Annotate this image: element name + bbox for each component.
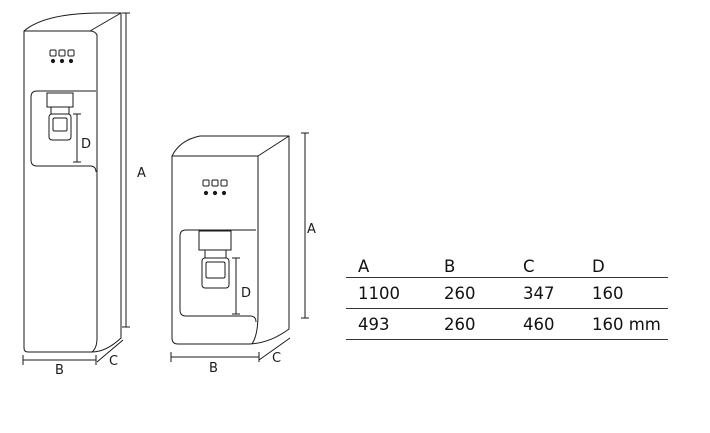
tall-dim-c-label: C	[109, 354, 118, 369]
table-header-row: A B C D	[346, 256, 668, 278]
tall-dispenser: D A B C	[22, 12, 146, 378]
header-a: A	[346, 256, 432, 278]
short-dispenser-front-edge	[172, 155, 259, 345]
cell-a: 493	[346, 308, 432, 340]
short-dim-d-label: D	[241, 286, 251, 301]
short-cup-lever	[201, 257, 230, 289]
short-dispenser-top-edge	[257, 135, 290, 157]
tall-dim-a-label: A	[137, 166, 146, 181]
tall-spout-housing	[46, 92, 74, 108]
short-spout-housing	[198, 230, 232, 251]
cell-b: 260	[432, 277, 511, 309]
short-dim-a-label: A	[307, 222, 316, 237]
tall-dispense-recess	[30, 90, 97, 173]
short-dim-c-label: C	[272, 351, 281, 366]
cell-d: 160	[580, 277, 668, 309]
table-row: 1100 260 347 160	[346, 277, 668, 309]
short-dim-b-label: B	[209, 361, 218, 376]
cell-c: 347	[511, 277, 580, 309]
tall-control-panel	[49, 49, 75, 64]
tall-dim-b-label: B	[55, 363, 64, 378]
tall-dispenser-body	[23, 12, 122, 353]
header-d: D	[580, 256, 668, 278]
tall-dim-d-label: D	[81, 137, 91, 152]
cell-d: 160 mm	[580, 308, 668, 340]
short-spout	[204, 249, 227, 259]
cell-b: 260	[432, 308, 511, 340]
cell-a: 1100	[346, 277, 432, 309]
dimension-table: A B C D 1100 260 347 160 493 260 460 160…	[346, 256, 668, 340]
short-dispense-recess	[179, 229, 257, 323]
cell-c: 460	[511, 308, 580, 340]
tall-dispenser-top-edge	[89, 12, 122, 32]
short-dispenser-body	[171, 135, 290, 345]
header-b: B	[432, 256, 511, 278]
short-dispenser: D A B C	[170, 132, 316, 376]
tall-dispenser-front-edge	[24, 30, 98, 353]
tall-cup-lever	[48, 113, 72, 141]
tall-spout	[50, 106, 70, 115]
short-control-panel	[202, 179, 228, 196]
header-c: C	[511, 256, 580, 278]
table-row: 493 260 460 160 mm	[346, 308, 668, 340]
